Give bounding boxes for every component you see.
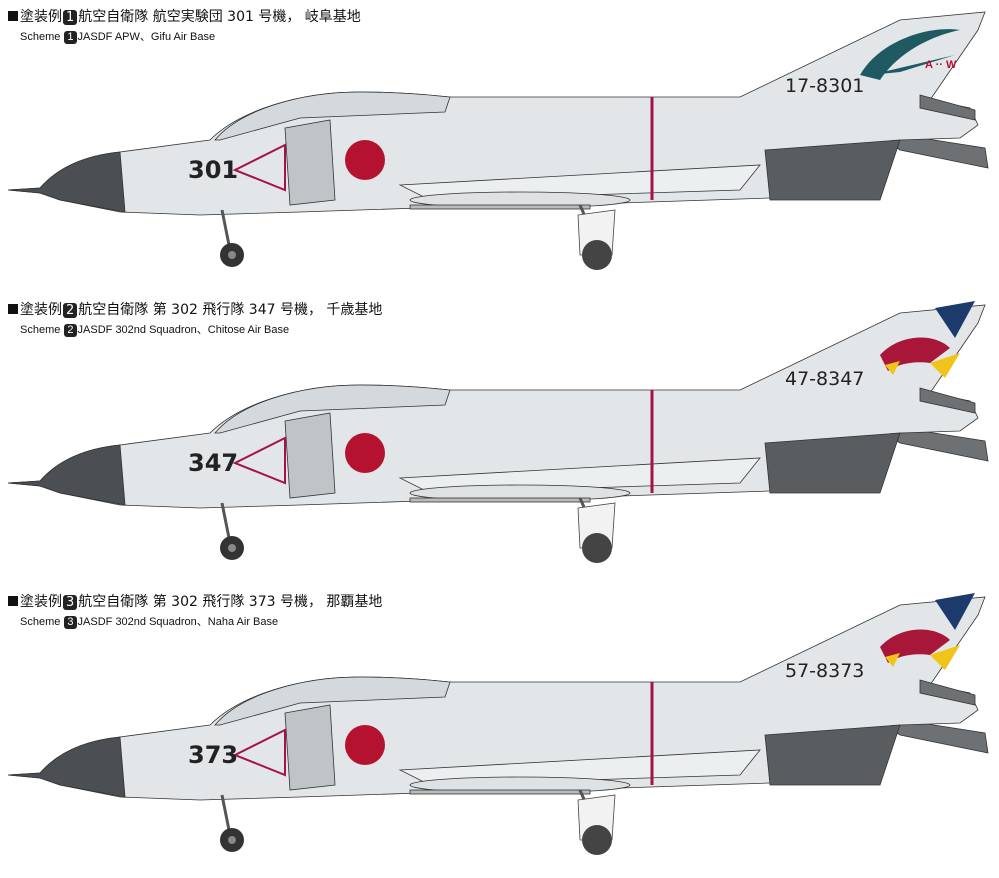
tail-number: 47-8347 xyxy=(785,368,864,390)
tail-stripe xyxy=(919,94,976,121)
canopy xyxy=(214,384,451,434)
modex-number: 347 xyxy=(188,449,238,477)
title-jp-text: 航空自衛隊 第 302 飛行隊 347 号機， 千歳基地 xyxy=(78,302,383,318)
scheme-label: Scheme xyxy=(20,324,61,336)
apw-emblem: A ·· W xyxy=(860,29,960,80)
engine-bay xyxy=(764,724,901,786)
radome xyxy=(7,151,126,213)
wing xyxy=(398,749,761,786)
eagle-emblem xyxy=(880,593,975,670)
tail-stripe xyxy=(919,387,976,414)
wing xyxy=(398,164,761,201)
scheme-label: Scheme xyxy=(20,616,61,628)
hinomaru xyxy=(345,433,385,473)
intake-chevron xyxy=(232,143,286,192)
scheme-number-badge-en: 3 xyxy=(64,616,77,629)
scheme-label: Scheme xyxy=(20,31,61,43)
intake xyxy=(284,412,336,499)
engine-bay xyxy=(764,139,901,201)
modex-number: 301 xyxy=(188,156,238,184)
canopy xyxy=(214,91,451,141)
scheme-number-badge-en: 1 xyxy=(64,31,77,44)
missile xyxy=(409,204,591,210)
scheme-number-badge-en: 2 xyxy=(64,324,77,337)
title-prefix: 塗装例 xyxy=(20,9,62,25)
modex-number: 373 xyxy=(188,741,238,769)
missile xyxy=(409,497,591,503)
tail-number: 57-8373 xyxy=(785,660,864,682)
scheme-number-badge: 1 xyxy=(63,10,78,25)
engine-bay xyxy=(764,432,901,494)
bullet-square xyxy=(8,304,18,314)
title-en-text: JASDF APW、Gifu Air Base xyxy=(77,31,216,43)
title-jp-text: 航空自衛隊 第 302 飛行隊 373 号機， 那覇基地 xyxy=(78,594,383,610)
f4-aircraft-profile: 373 57-8373 xyxy=(7,593,989,855)
title-jp-text: 航空自衛隊 航空実験団 301 号機， 岐阜基地 xyxy=(78,9,361,25)
title-en-text: JASDF 302nd Squadron、Naha Air Base xyxy=(77,616,279,628)
hinomaru xyxy=(345,725,385,765)
scheme-number-badge: 2 xyxy=(63,303,78,318)
title-prefix: 塗装例 xyxy=(20,594,62,610)
nose-landing-gear xyxy=(220,794,244,852)
intake-chevron xyxy=(232,728,286,777)
missile xyxy=(409,789,591,795)
canopy xyxy=(214,676,451,726)
intake xyxy=(284,704,336,791)
main-landing-gear xyxy=(577,497,616,563)
title-en-text: JASDF 302nd Squadron、Chitose Air Base xyxy=(77,324,290,336)
bullet-square xyxy=(8,596,18,606)
scheme-number-badge: 3 xyxy=(63,595,78,610)
f4-aircraft-profile: 301 17-8301 A ·· W xyxy=(7,11,989,270)
radome xyxy=(7,736,126,798)
tail-stripe xyxy=(919,679,976,706)
wing xyxy=(398,457,761,494)
nose-landing-gear xyxy=(220,209,244,267)
f4-aircraft-profile: 347 47-8347 xyxy=(7,301,989,563)
tail-number: 17-8301 xyxy=(785,75,864,97)
title-prefix: 塗装例 xyxy=(20,302,62,318)
intake xyxy=(284,119,336,206)
nose-landing-gear xyxy=(220,502,244,560)
emblem-text: A ·· W xyxy=(925,59,957,71)
hinomaru xyxy=(345,140,385,180)
bullet-square xyxy=(8,11,18,21)
eagle-emblem xyxy=(880,301,975,378)
intake-chevron xyxy=(232,436,286,485)
main-landing-gear xyxy=(577,789,616,855)
main-landing-gear xyxy=(577,204,616,270)
radome xyxy=(7,444,126,506)
